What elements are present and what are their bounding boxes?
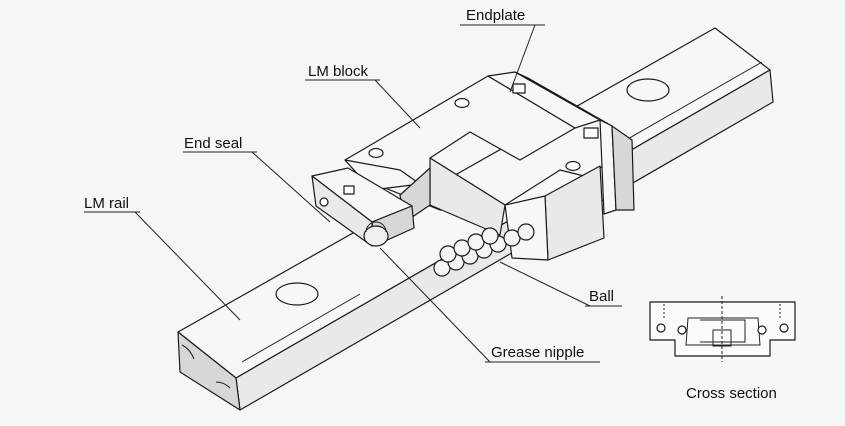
- grease-nipple: [363, 221, 389, 247]
- grease-nipple-label: Grease nipple: [491, 344, 584, 361]
- ball-label: Ball: [589, 288, 614, 305]
- end-seal: [311, 167, 415, 247]
- callout-lines: [84, 24, 622, 363]
- lm-rail-label: LM rail: [84, 195, 129, 212]
- endplate: [512, 71, 635, 215]
- cross-section-label: Cross section: [686, 385, 777, 402]
- ball-train: [433, 223, 535, 277]
- cross-section-drawing: [649, 296, 796, 362]
- lm-block-label: LM block: [308, 63, 369, 80]
- endplate-label: Endplate: [466, 7, 525, 24]
- end-seal-label: End seal: [184, 135, 242, 152]
